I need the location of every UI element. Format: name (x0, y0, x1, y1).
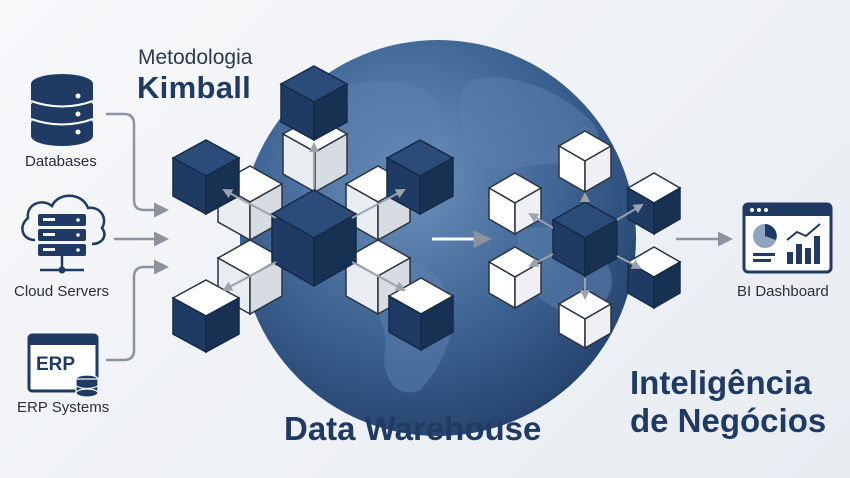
cube (487, 172, 543, 236)
bi-title-line1: Inteligência (630, 364, 812, 401)
cube (626, 172, 682, 236)
source-label-cloud-servers: Cloud Servers (14, 283, 110, 300)
output-label: BI Dashboard (737, 283, 829, 300)
cube (557, 130, 613, 194)
dashboard-icon (742, 202, 833, 274)
erp-badge: ERP (36, 354, 75, 375)
central-cube (551, 201, 619, 278)
bi-title: Inteligência de Negócios (630, 364, 826, 440)
methodology-name: Kimball (137, 70, 252, 105)
warehouse-title: Data Warehouse (284, 410, 542, 447)
central-cube (270, 189, 358, 288)
erp-icon: ERP (27, 333, 99, 398)
source-connectors (106, 112, 169, 362)
database-icon (30, 74, 94, 146)
bi-title-line2: de Negócios (630, 402, 827, 439)
cube (279, 65, 349, 142)
cube (171, 139, 241, 216)
methodology-label: Metodologia (138, 46, 253, 69)
cube (557, 288, 613, 350)
cube (385, 139, 455, 216)
cube (626, 246, 682, 310)
cube (487, 246, 543, 310)
cloud-server-icon (21, 194, 106, 274)
warehouse-cube-cluster (171, 65, 455, 354)
source-label-erp-systems: ERP Systems (17, 399, 110, 416)
bi-cube-cluster (487, 130, 682, 350)
source-label-databases: Databases (25, 153, 97, 170)
